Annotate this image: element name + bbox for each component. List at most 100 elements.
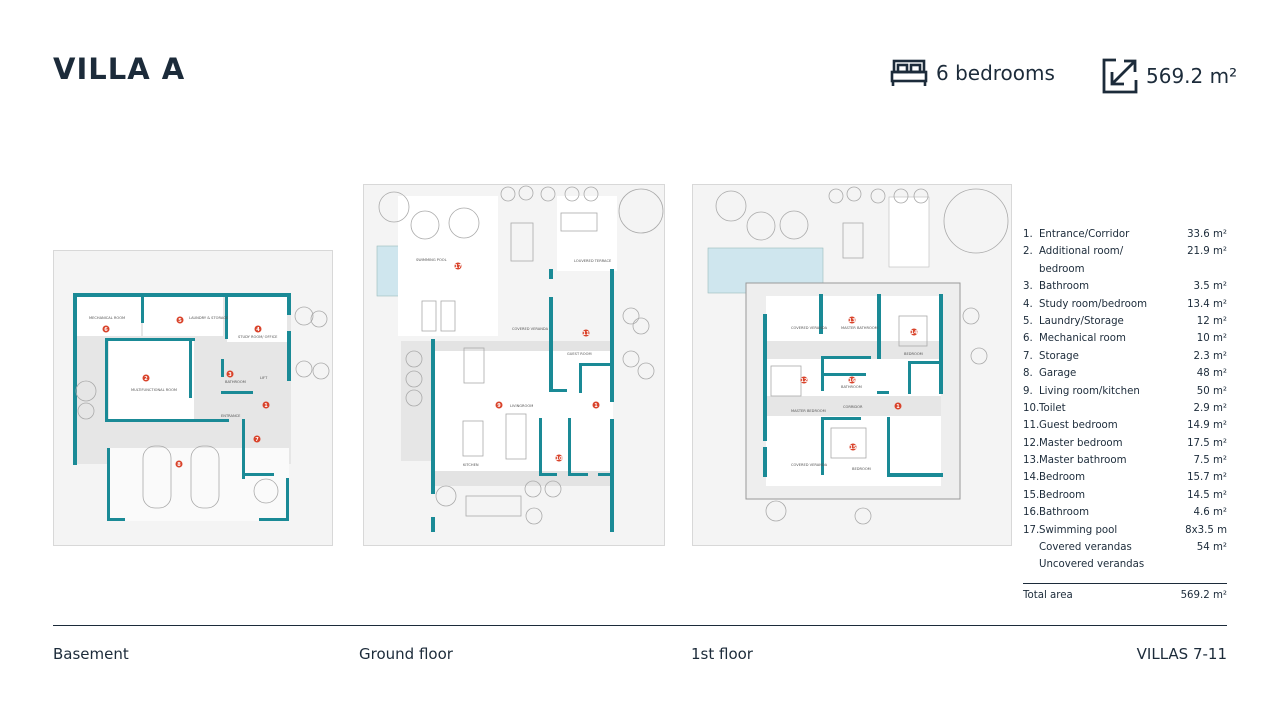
room-label: CORRIDOR xyxy=(843,405,863,409)
room-marker: 17 xyxy=(454,262,462,270)
legend-number: 5. xyxy=(1023,315,1033,327)
legend-number: 1. xyxy=(1023,229,1033,240)
legend-value: 10 m² xyxy=(1196,333,1227,345)
svg-text:3: 3 xyxy=(228,372,232,378)
svg-text:1: 1 xyxy=(594,403,598,409)
room-marker: 14 xyxy=(910,328,918,336)
svg-text:8: 8 xyxy=(177,462,181,468)
area-stat: 569.2 m² xyxy=(1102,58,1237,94)
legend-number: 7. xyxy=(1023,350,1033,362)
legend-value: 14.9 m² xyxy=(1187,420,1227,432)
svg-text:1: 1 xyxy=(264,403,268,409)
legend-value: 2.3 m² xyxy=(1193,350,1227,362)
svg-text:12: 12 xyxy=(801,378,808,384)
room-marker: 11 xyxy=(582,329,590,337)
legend-name: Bedroom xyxy=(1039,489,1086,501)
room-label: LAUNDRY & STORAGE xyxy=(189,316,229,320)
legend-number: 4. xyxy=(1023,298,1033,310)
legend-number: 16. xyxy=(1023,507,1040,519)
room-label: BATHROOM xyxy=(225,380,246,384)
legend-name: Study room/bedroom xyxy=(1039,298,1147,310)
room-label: COVERED VERANDA xyxy=(791,463,828,467)
legend-number: 11. xyxy=(1023,420,1040,432)
room-label: MASTER BATHROOM xyxy=(841,326,878,330)
legend-value: 13.4 m² xyxy=(1187,298,1227,310)
svg-text:4: 4 xyxy=(256,327,260,333)
legend-name: Bathroom xyxy=(1039,507,1090,519)
legend-value: 2.9 m² xyxy=(1193,402,1227,414)
room-marker: 15 xyxy=(849,443,857,451)
room-label: MULTIFUNCTIONAL ROOM xyxy=(131,388,177,392)
legend-name: Bathroom xyxy=(1039,281,1090,293)
room-marker: 4 xyxy=(254,325,262,333)
room-marker: 13 xyxy=(848,316,856,324)
legend-value: 33.6 m² xyxy=(1187,229,1227,240)
legend-value: 8x3.5 m xyxy=(1185,524,1227,536)
legend-name: Guest bedroom xyxy=(1039,420,1118,432)
legend-name: Mechanical room xyxy=(1039,333,1126,345)
svg-text:1: 1 xyxy=(896,404,900,410)
svg-text:7: 7 xyxy=(255,437,259,443)
room-label: BEDROOM xyxy=(852,467,871,471)
ground-floor-label: Ground floor xyxy=(359,645,453,663)
room-marker: 8 xyxy=(175,460,183,468)
legend-name: Uncovered verandas xyxy=(1039,559,1145,571)
room-marker: 3 xyxy=(226,370,234,378)
room-marker: 9 xyxy=(495,401,503,409)
total-value: 569.2 m² xyxy=(1180,589,1227,601)
legend-row: 7. Storage 2.3 m² xyxy=(1023,351,1227,368)
room-marker: 5 xyxy=(176,316,184,324)
room-label: MASTER BEDROOM xyxy=(791,409,826,413)
room-marker: 7 xyxy=(253,435,261,443)
legend-row: 4. Study room/bedroom 13.4 m² xyxy=(1023,299,1227,316)
legend-value: 3.5 m² xyxy=(1193,281,1227,293)
room-marker: 1 xyxy=(894,402,902,410)
legend-value: 17.5 m² xyxy=(1187,437,1227,449)
project-label: VILLAS 7-11 xyxy=(1136,645,1227,663)
svg-text:17: 17 xyxy=(455,264,462,270)
first-floor-label: 1st floor xyxy=(691,645,753,663)
svg-text:10: 10 xyxy=(556,456,563,462)
legend-row: 11.Guest bedroom 14.9 m² xyxy=(1023,420,1227,437)
svg-text:2: 2 xyxy=(144,376,148,382)
room-marker: 16 xyxy=(848,376,856,384)
legend-value: 54 m² xyxy=(1196,542,1227,554)
legend-value: 12 m² xyxy=(1196,315,1227,327)
svg-text:6: 6 xyxy=(104,327,108,333)
legend-name: Toilet xyxy=(1039,402,1066,414)
page-title: VILLA A xyxy=(53,52,186,86)
legend-number: 17. xyxy=(1023,524,1040,536)
legend-value: 21.9 m² xyxy=(1187,246,1227,258)
room-label: ENTRANCE xyxy=(221,414,241,418)
room-marker: 10 xyxy=(555,454,563,462)
legend-total-row: Total area 569.2 m² xyxy=(1023,590,1227,607)
legend-name: Additional room/ xyxy=(1039,246,1124,258)
room-marker: 1 xyxy=(262,401,270,409)
legend-number: 13. xyxy=(1023,455,1040,467)
room-label: COVERED VERANDA xyxy=(791,326,828,330)
room-label: LOUVERED TERRACE xyxy=(574,259,612,263)
room-label: KITCHEN xyxy=(463,463,479,467)
room-marker: 2 xyxy=(142,374,150,382)
room-label: BEDROOM xyxy=(904,352,923,356)
bedrooms-count: 6 bedrooms xyxy=(936,61,1055,85)
resize-arrow-icon xyxy=(1102,58,1138,94)
legend-name: Bedroom xyxy=(1039,472,1086,484)
legend-value: 7.5 m² xyxy=(1193,455,1227,467)
room-marker: 12 xyxy=(800,376,808,384)
basement-label: Basement xyxy=(53,645,129,663)
legend-name: Laundry/Storage xyxy=(1039,315,1124,327)
total-label: Total area xyxy=(1023,589,1073,601)
legend-divider xyxy=(1023,582,1227,584)
legend-number: 14. xyxy=(1023,472,1040,484)
legend-name: Storage xyxy=(1039,350,1079,362)
